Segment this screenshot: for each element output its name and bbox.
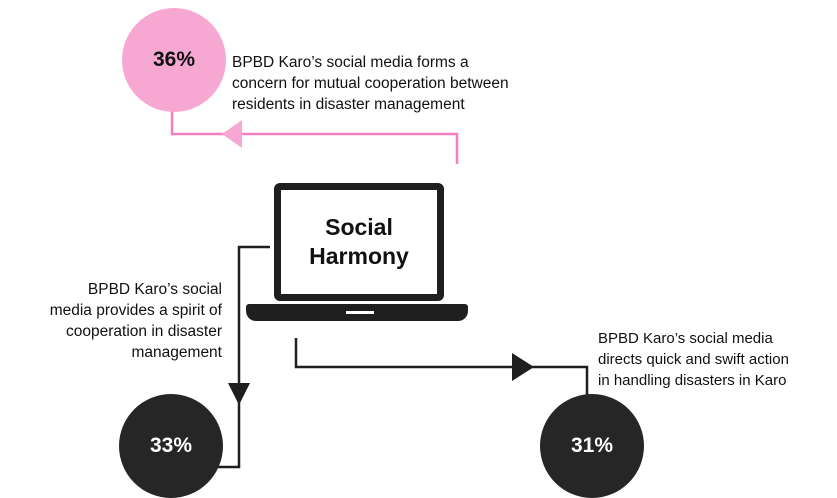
connector-line-right (294, 338, 589, 396)
percent-value: 31% (570, 434, 614, 457)
laptop-icon: Social Harmony (242, 183, 472, 328)
connector-to-33 (215, 245, 270, 469)
item-description: BPBD Karo’s social media provides a spir… (49, 281, 222, 361)
arrow-down-icon (228, 383, 250, 405)
arrow-right-icon (512, 353, 534, 381)
diagram: Social Harmony 36% BPBD Karo’s social me… (49, 8, 789, 498)
laptop-base (246, 304, 468, 321)
connector-to-36 (170, 106, 459, 164)
laptop-screen: Social Harmony (274, 183, 444, 301)
percent-circle-36: 36% (122, 8, 226, 112)
item-description: BPBD Karo’s social media directs quick a… (598, 330, 789, 389)
connector-to-31 (294, 338, 589, 396)
arrow-left-icon (222, 120, 242, 148)
percent-value: 36% (152, 48, 196, 71)
connector-line-pink (170, 106, 459, 164)
connector-lines (170, 106, 589, 469)
percent-circle-33: 33% (119, 394, 223, 498)
item-description: BPBD Karo’s social media forms a concern… (232, 54, 509, 113)
percent-value: 33% (149, 434, 193, 457)
percent-circle-31: 31% (540, 394, 644, 498)
connector-line-left (215, 245, 270, 469)
center-title: Social Harmony (309, 214, 409, 269)
laptop-trackpad (346, 311, 374, 314)
